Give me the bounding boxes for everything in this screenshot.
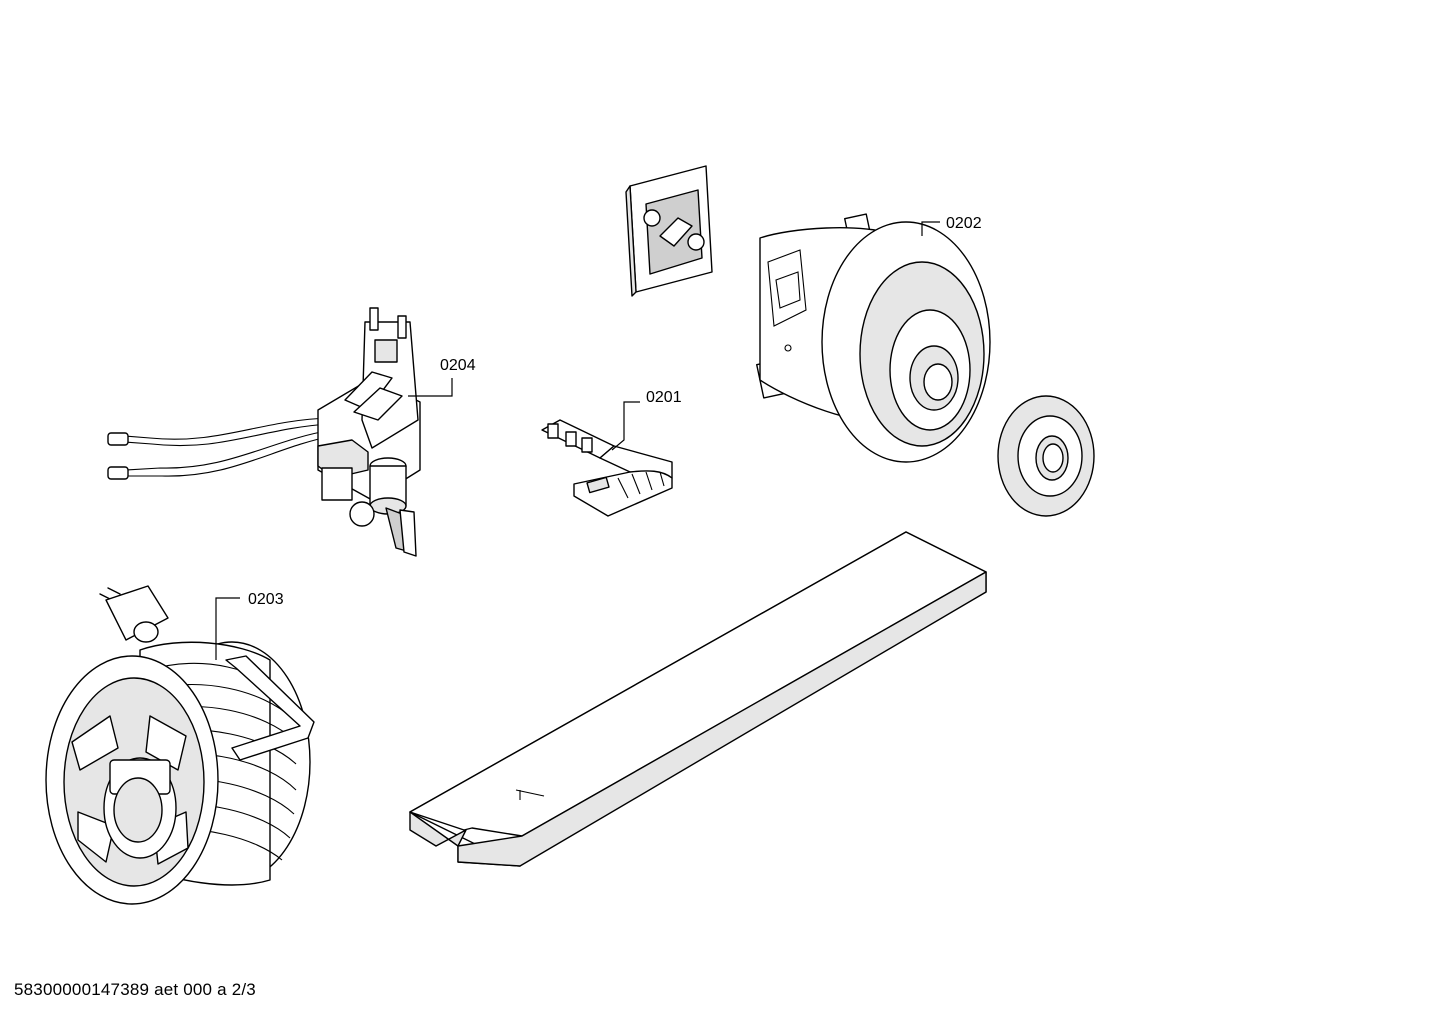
label-0204: 0204 (440, 357, 476, 374)
part-0203-cable-reel[interactable] (45, 585, 315, 905)
part-0202-fan-motor[interactable] (756, 213, 991, 463)
motor-damper-pad[interactable] (625, 165, 713, 297)
label-0203: 0203 (248, 591, 284, 608)
drawing-reference-number: 58300000147389 aet 000 a 2/3 (14, 980, 256, 999)
foam-strip[interactable] (409, 531, 987, 867)
label-0201: 0201 (646, 389, 682, 406)
motor-seal-ring[interactable] (997, 395, 1095, 517)
part-0204-circuit-board[interactable] (107, 307, 421, 557)
part-0201-switch-lever[interactable] (541, 419, 673, 517)
label-0202: 0202 (946, 215, 982, 232)
